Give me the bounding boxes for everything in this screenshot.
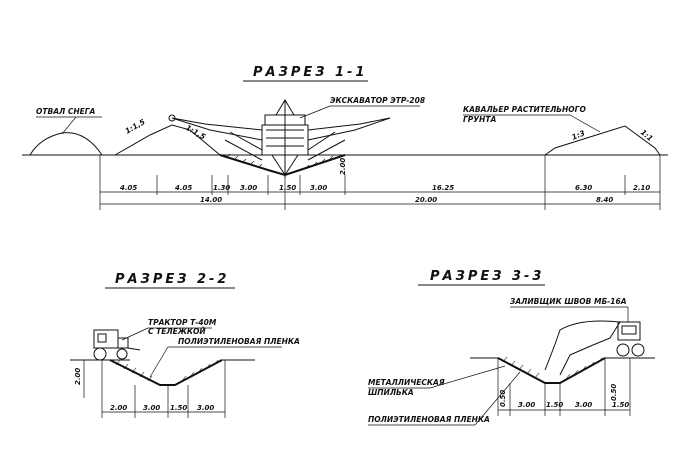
dim-3-3-b: 3.00 [518,401,535,409]
dim-1-1-a: 4.05 [120,184,137,192]
joint-filler-label: ЗАЛИВЩИК ШВОВ МБ-16А [510,297,627,306]
trench-hatching [225,153,334,170]
right-cavalier [544,125,661,156]
dim-3-3-c: 1.50 [546,401,563,409]
section-3-3-title: РАЗРЕЗ 3-3 [430,269,544,284]
dim-1-1-total-3: 8.40 [596,196,613,204]
film-leader-3-3b [474,371,521,426]
section-2-2-dimensions [101,360,226,418]
film-flap-3-3 [544,320,621,376]
joint-filler-mb-16a [616,321,645,357]
section-2-2-hatching [115,359,219,382]
dim-2-2-d: 3.00 [197,404,214,412]
section-2-2: РАЗРЕЗ 2-2 ТРАКТОР Т-40М С ТЕЛЕЖК [70,272,300,418]
dim-1-1-b: 4.05 [175,184,192,192]
slope-label-1: 1:1,5 [124,117,147,136]
excavator-label: ЭКСКАВАТОР ЭТР-208 [330,96,425,105]
dim-3-3-f: 1.50 [612,401,629,409]
tractor-t-40m [93,329,141,361]
cavalier-label-2: ГРУНТА [463,115,496,124]
section-1-1-dimensions [99,155,661,210]
dim-1-1-i: 2.10 [633,184,650,192]
pin-label-1: МЕТАЛЛИЧЕСКАЯ [368,378,445,387]
film-label-2-2: ПОЛИЭТИЛЕНОВАЯ ПЛЕНКА [178,337,300,346]
dim-1-1-g: 16.25 [432,184,454,192]
section-1-1: РАЗРЕЗ 1-1 ОТВАЛ СНЕГА 1:1,5 1:1,5 [22,65,668,210]
snow-dump-leader-2 [61,116,77,135]
dim-1-1-total-2: 20.00 [415,196,437,204]
snow-dump-mound [29,132,103,156]
dim-1-1-total-1: 14.00 [200,196,222,204]
dim-1-1-e: 1.50 [279,184,296,192]
dim-3-3-a: 0.50 [499,390,507,407]
film-label-3-3: ПОЛИЭТИЛЕНОВАЯ ПЛЕНКА [368,415,490,424]
snow-dump-label: ОТВАЛ СНЕГА [36,107,96,116]
tractor-leader-2 [121,327,149,341]
dim-1-1-c: 1.30 [213,184,230,192]
section-3-3: РАЗРЕЗ 3-3 ЗАЛИВЩИК ШВОВ МБ-16А [368,269,655,426]
section-2-2-trench [109,359,223,386]
dim-2-2-b: 3.00 [143,404,160,412]
section-1-1-title: РАЗРЕЗ 1-1 [253,65,367,80]
pin-leader-2 [429,365,506,389]
slope-label-4: 1:1 [639,128,655,144]
section-2-2-title: РАЗРЕЗ 2-2 [115,272,229,287]
section-3-3-hatching [502,356,603,380]
cavalier-label-1: КАВАЛЬЕР РАСТИТЕЛЬНОГО [463,105,586,114]
section-2-2-depth: 2.00 [74,368,82,385]
dim-1-1-f: 3.00 [310,184,327,192]
dim-2-2-c: 1.50 [170,404,187,412]
dim-3-3-e: 0.50 [610,384,618,401]
dim-1-1-d: 3.00 [240,184,257,192]
section-1-1-depth: 2.00 [339,158,347,175]
dim-2-2-a: 2.00 [110,404,127,412]
dim-1-1-h: 6.30 [575,184,592,192]
trolley-label: С ТЕЛЕЖКОЙ [148,327,206,336]
tractor-label: ТРАКТОР Т-40М [148,318,217,327]
excavator-leader-2 [299,105,331,119]
pin-label-2: ШПИЛЬКА [368,388,414,397]
cavalier-leader-2 [569,114,601,133]
slope-label-3: 1:3 [570,128,586,141]
excavator-etr-208 [168,99,391,178]
section-3-3-dimensions [497,358,631,416]
left-spoil-bank [114,124,221,156]
film-leader-2-2b [149,346,169,378]
dim-3-3-d: 3.00 [575,401,592,409]
